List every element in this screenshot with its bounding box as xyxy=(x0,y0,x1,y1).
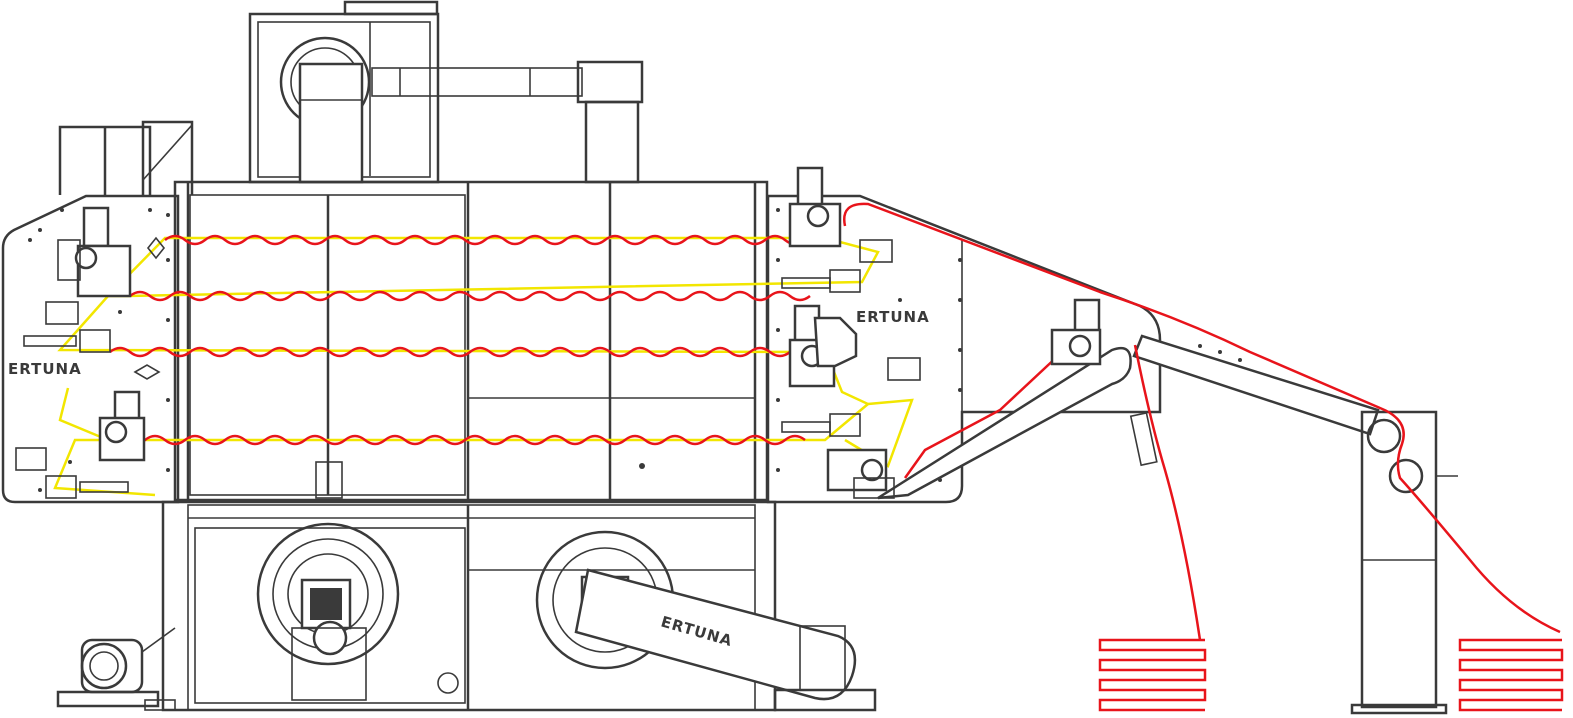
plaiting-tower xyxy=(1350,410,1458,715)
left-drives: ERTUNA xyxy=(8,206,166,499)
fabric-path xyxy=(104,202,1561,641)
right-drives xyxy=(781,166,1158,499)
brand-label-left: ERTUNA xyxy=(8,360,82,378)
brand-label-right: ERTUNA xyxy=(856,308,930,326)
fan-left xyxy=(256,522,400,701)
top-exhaust-unit xyxy=(248,0,644,184)
lower-section xyxy=(161,500,777,712)
left-motor xyxy=(56,627,176,708)
fabric-stack-right xyxy=(1458,638,1564,712)
main-chamber xyxy=(173,180,769,502)
inclined-conveyor xyxy=(877,346,1132,500)
motor-arm: ERTUNA xyxy=(574,568,857,701)
left-railing xyxy=(58,120,194,195)
fabric-stack-left xyxy=(1098,638,1207,712)
conveyor-belt xyxy=(53,236,914,497)
left-end-cap xyxy=(1,194,180,504)
bolt-dots xyxy=(28,208,1242,492)
transport-beam xyxy=(1132,334,1380,436)
machine-feet xyxy=(144,625,877,712)
